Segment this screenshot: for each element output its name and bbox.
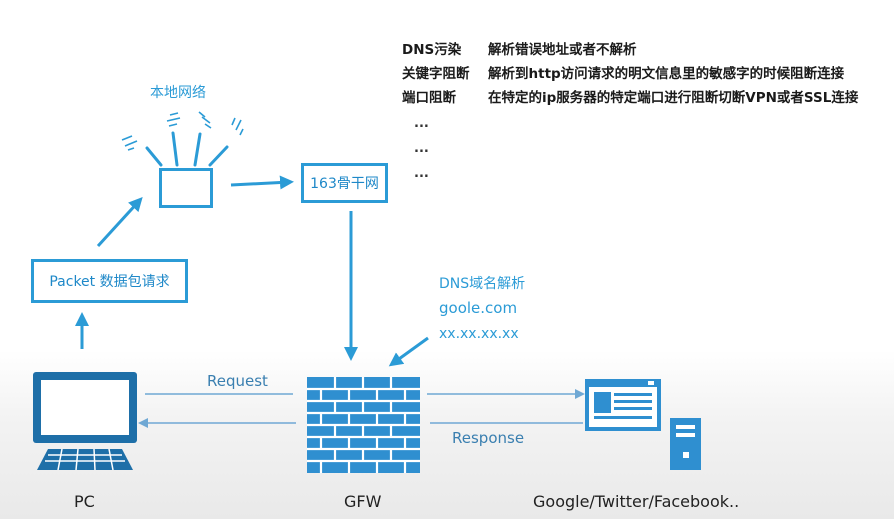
backbone-network-box: 163骨干网	[301, 163, 388, 203]
dns-domain: goole.com	[439, 299, 518, 317]
web-page-icon	[585, 379, 661, 431]
wifi-signal-icon	[121, 111, 244, 151]
note-row: 关键字阻断 解析到http访问请求的明文信息里的敏感字的时候阻断连接	[402, 62, 858, 86]
dns-resolution-title: DNS域名解析	[439, 276, 526, 292]
pc-label: PC	[74, 492, 95, 511]
gfw-label: GFW	[344, 492, 382, 511]
servers-label: Google/Twitter/Facebook..	[533, 492, 740, 511]
note-row: 端口阻断 在特定的ip服务器的特定端口进行阻断切断VPN或者SSL连接	[402, 86, 858, 110]
server-icon	[670, 418, 701, 470]
router-icon	[159, 168, 213, 208]
ellipsis: ...	[414, 166, 429, 181]
note-desc: 在特定的ip服务器的特定端口进行阻断切断VPN或者SSL连接	[488, 90, 859, 106]
local-network-label: 本地网络	[150, 85, 206, 101]
response-label: Response	[452, 429, 525, 447]
ellipsis: ...	[414, 116, 429, 131]
note-term: DNS污染	[402, 42, 462, 58]
arrow-packet-to-router	[96, 197, 143, 248]
arrow-dns-to-gfw	[388, 336, 429, 367]
note-term: 关键字阻断	[402, 66, 470, 82]
note-desc: 解析到http访问请求的明文信息里的敏感字的时候阻断连接	[488, 66, 845, 82]
note-term: 端口阻断	[402, 90, 456, 106]
firewall-icon	[307, 377, 420, 473]
note-desc: 解析错误地址或者不解析	[488, 42, 637, 58]
ellipsis: ...	[414, 141, 429, 156]
dns-ip: xx.xx.xx.xx	[439, 326, 519, 342]
background-band	[0, 350, 894, 519]
note-row: DNS污染 解析错误地址或者不解析	[402, 38, 858, 62]
arrow-router-to-backbone	[230, 175, 294, 190]
blocking-methods-notes: DNS污染 解析错误地址或者不解析 关键字阻断 解析到http访问请求的明文信息…	[402, 38, 858, 110]
pc-icon	[33, 372, 137, 471]
router-antennas	[145, 131, 229, 167]
request-label: Request	[207, 372, 268, 390]
packet-request-box: Packet 数据包请求	[31, 259, 188, 303]
